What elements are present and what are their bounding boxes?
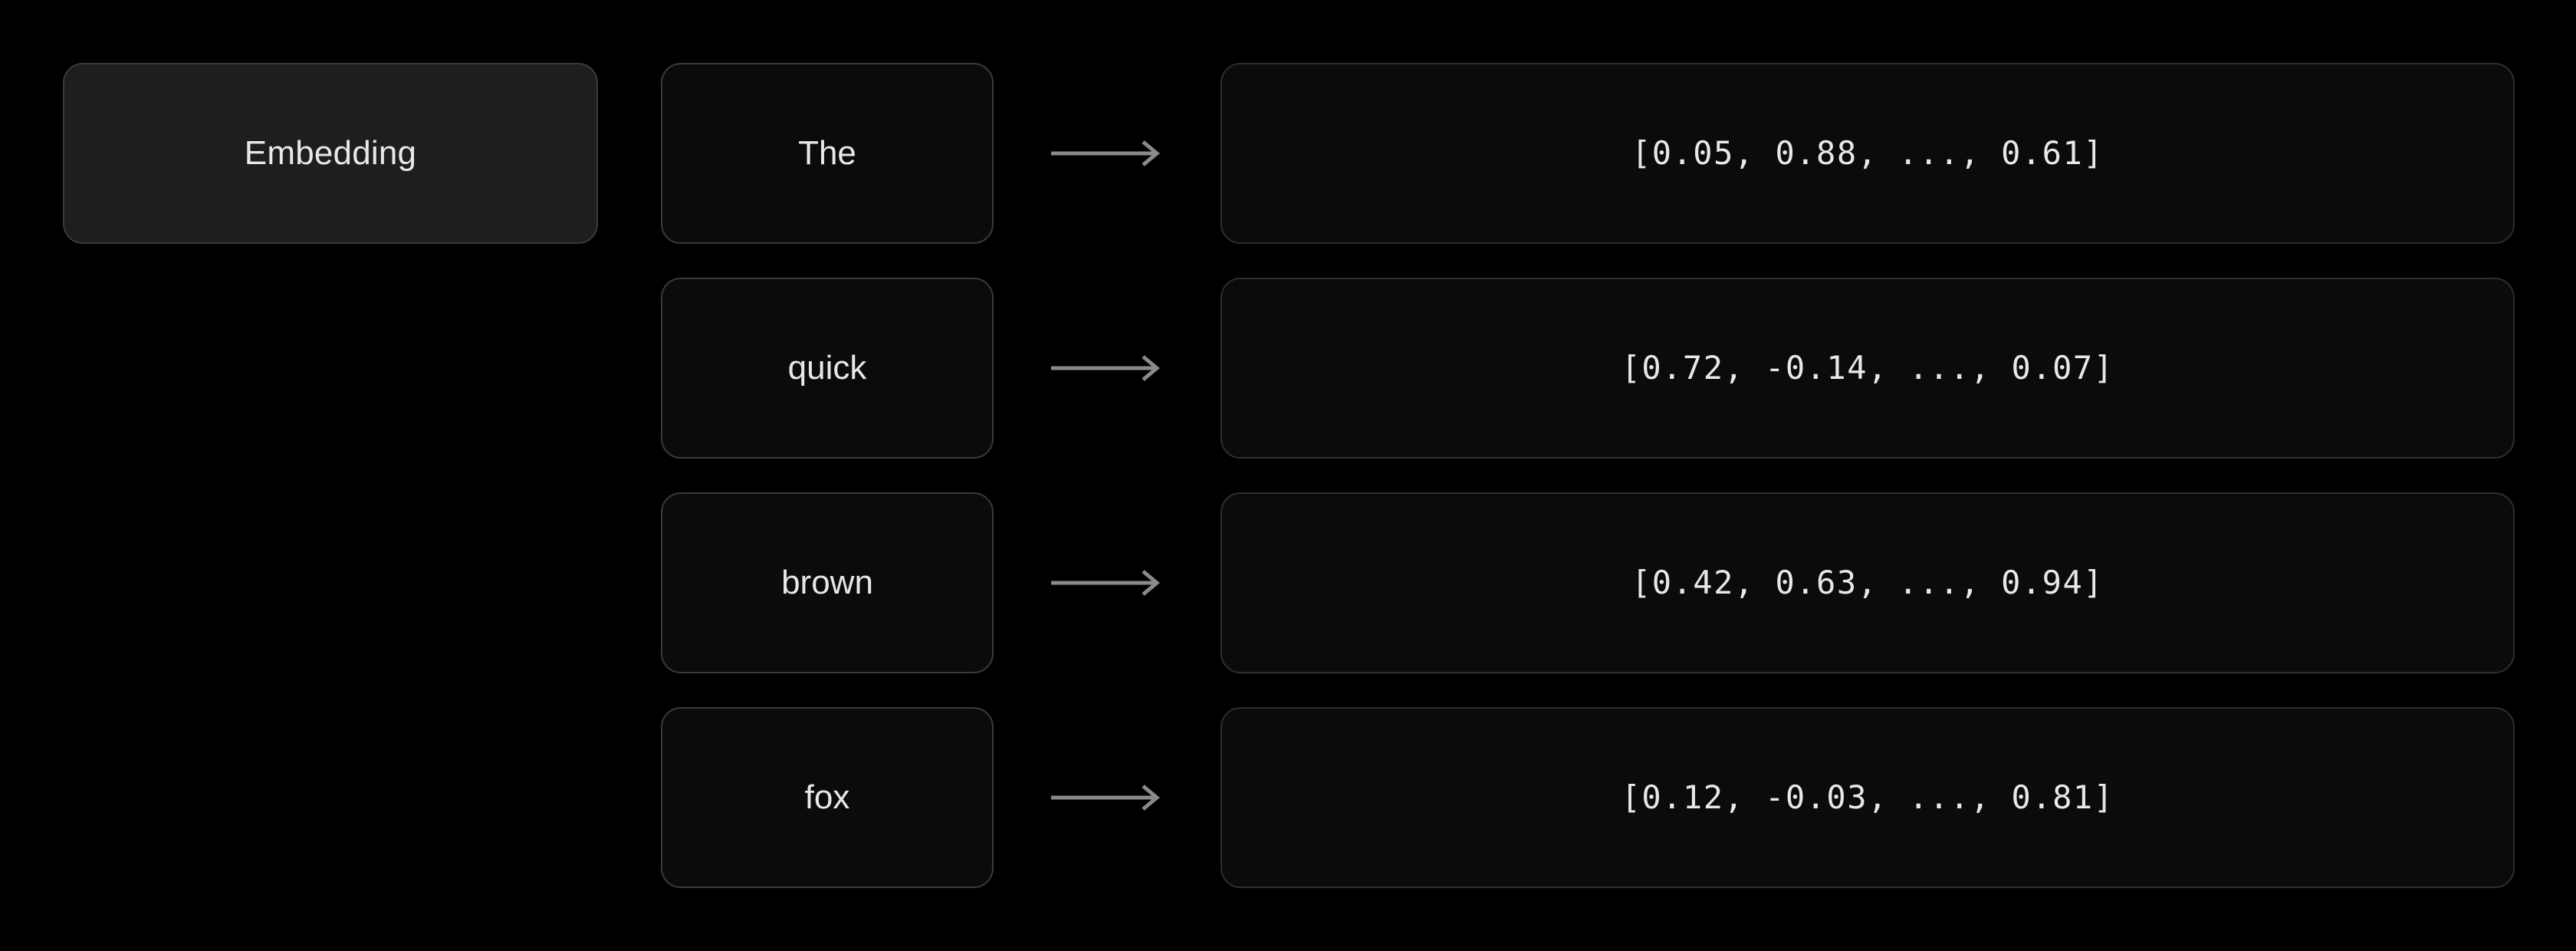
token-card[interactable]: The	[661, 63, 994, 244]
stage-label-text: Embedding	[244, 134, 417, 172]
long-right-arrow-icon	[1051, 570, 1160, 596]
token-card[interactable]: brown	[661, 492, 994, 673]
vector-value: [0.72, -0.14, ..., 0.07]	[1621, 349, 2114, 387]
vector-value: [0.05, 0.88, ..., 0.61]	[1631, 134, 2104, 172]
arrow-cell	[994, 278, 1221, 459]
vector-card[interactable]: [0.05, 0.88, ..., 0.61]	[1221, 63, 2515, 244]
long-right-arrow-icon	[1051, 785, 1160, 811]
arrow-cell	[994, 707, 1221, 888]
table-row: quick [0.72, -0.14, ..., 0.07]	[0, 278, 2576, 459]
vector-card[interactable]: [0.72, -0.14, ..., 0.07]	[1221, 278, 2515, 459]
vector-value: [0.42, 0.63, ..., 0.94]	[1631, 564, 2104, 601]
token-label: brown	[781, 564, 873, 601]
token-card[interactable]: fox	[661, 707, 994, 888]
vector-value: [0.12, -0.03, ..., 0.81]	[1621, 778, 2114, 816]
token-label: quick	[787, 349, 867, 387]
stage-label-card-embedding: Embedding	[63, 63, 598, 244]
table-row: fox [0.12, -0.03, ..., 0.81]	[0, 707, 2576, 888]
token-label: fox	[804, 778, 850, 816]
table-row: The [0.05, 0.88, ..., 0.61]	[0, 63, 2576, 244]
long-right-arrow-icon	[1051, 355, 1160, 381]
arrow-cell	[994, 492, 1221, 673]
token-card[interactable]: quick	[661, 278, 994, 459]
vector-card[interactable]: [0.12, -0.03, ..., 0.81]	[1221, 707, 2515, 888]
long-right-arrow-icon	[1051, 140, 1160, 166]
token-label: The	[798, 134, 856, 172]
arrow-cell	[994, 63, 1221, 244]
vector-card[interactable]: [0.42, 0.63, ..., 0.94]	[1221, 492, 2515, 673]
table-row: brown [0.42, 0.63, ..., 0.94]	[0, 492, 2576, 673]
